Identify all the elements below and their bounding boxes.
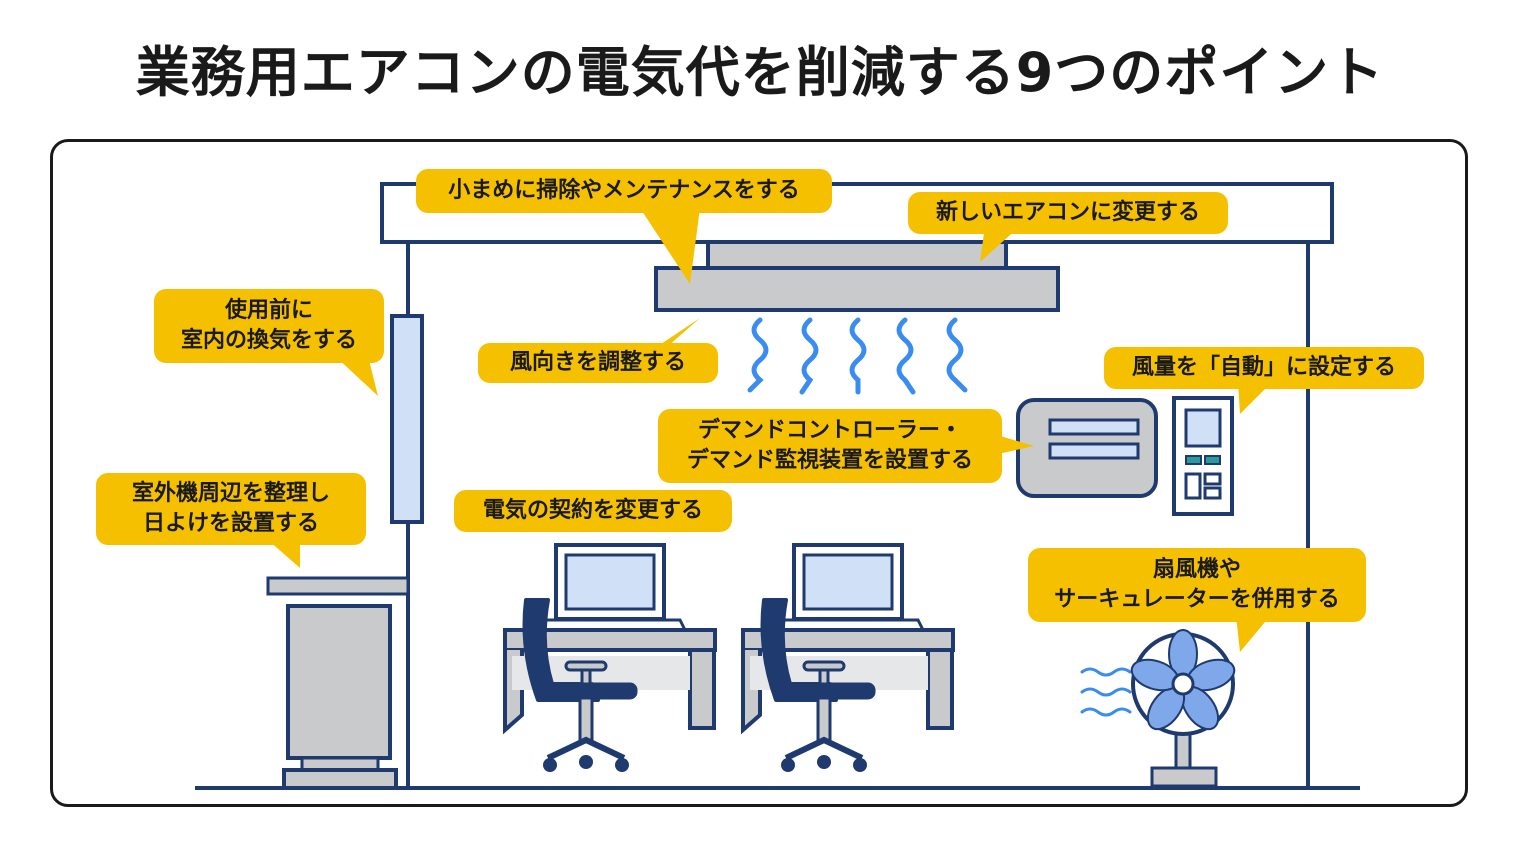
callout-outdoor-line1: 室外機周辺を整理し <box>131 481 330 506</box>
page-title: 業務用エアコンの電気代を削減する9つのポイント <box>135 41 1385 104</box>
callout-outdoor: 室外機周辺を整理し 日よけを設置する <box>96 473 366 545</box>
desk-with-laptop-icon <box>741 543 955 735</box>
callout-demand: デマンドコントローラー・ デマンド監視装置を設置する <box>658 409 1002 483</box>
callout-demand-line1: デマンドコントローラー・ <box>697 418 962 443</box>
office-chair-icon <box>760 598 876 772</box>
callout-auto-fan-text: 風量を「自動」に設定する <box>1131 355 1396 380</box>
office-chair-icon <box>522 598 638 772</box>
callout-fan-line2: サーキュレーターを併用する <box>1054 587 1340 612</box>
electric-fan-icon <box>1080 629 1236 788</box>
outdoor-unit-icon <box>266 576 410 790</box>
window <box>390 314 424 524</box>
remote-panel-icon <box>1172 396 1234 516</box>
callout-fan: 扇風機や サーキュレーターを併用する <box>1028 548 1366 622</box>
callout-ventilate-line1: 使用前に <box>224 298 313 323</box>
airflow-icon <box>747 317 968 395</box>
callout-new-ac: 新しいエアコンに変更する <box>908 192 1228 234</box>
callout-contract-text: 電気の契約を変更する <box>482 498 703 523</box>
callout-fan-line1: 扇風機や <box>1152 557 1241 582</box>
callout-new-ac-text: 新しいエアコンに変更する <box>935 200 1200 225</box>
callout-ventilate-line2: 室内の換気をする <box>180 328 357 353</box>
callout-contract: 電気の契約を変更する <box>454 490 732 532</box>
callout-direction: 風向きを調整する <box>478 343 718 383</box>
callout-ventilate: 使用前に 室内の換気をする <box>154 289 384 363</box>
callout-tails <box>268 208 1272 652</box>
air-conditioner-icon <box>654 240 1060 312</box>
callout-demand-line2: デマンド監視装置を設置する <box>686 448 973 473</box>
callout-direction-text: 風向きを調整する <box>509 350 686 375</box>
illustration-frame <box>50 139 1468 807</box>
callout-clean: 小まめに掃除やメンテナンスをする <box>416 169 832 213</box>
callout-outdoor-line2: 日よけを設置する <box>142 511 319 536</box>
callout-auto-fan: 風量を「自動」に設定する <box>1104 347 1424 389</box>
demand-controller-icon <box>1016 398 1158 498</box>
callout-clean-text: 小まめに掃除やメンテナンスをする <box>448 178 800 203</box>
desk-with-laptop-icon <box>503 543 717 735</box>
